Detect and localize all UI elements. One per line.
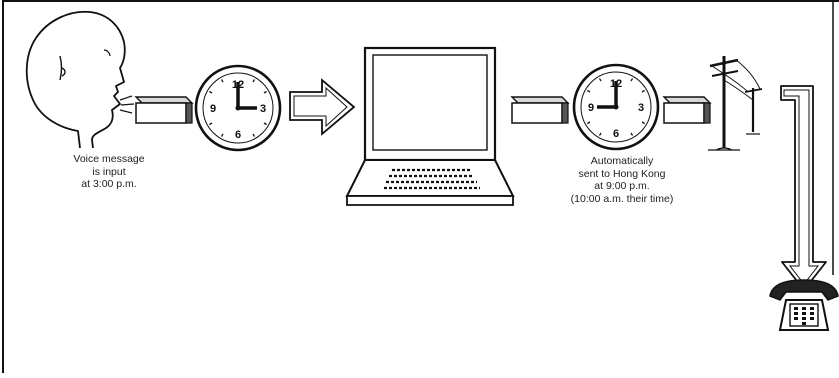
clock-numeral-3: 3: [638, 102, 644, 114]
data-block-icon: [136, 97, 192, 123]
arrow-right-icon: [290, 80, 354, 134]
telephone-poles-icon: [708, 56, 762, 150]
caption-line: sent to Hong Kong: [557, 168, 687, 181]
caption-line: Voice message: [54, 153, 164, 166]
caption-line: at 3:00 p.m.: [54, 178, 164, 191]
arrow-down-icon: [781, 86, 826, 290]
clock-numeral-9: 9: [588, 102, 594, 114]
clock-numeral-9: 9: [210, 103, 216, 115]
clock-3pm-icon: 12 3 6 9: [196, 66, 280, 150]
caption-line: Automatically: [557, 155, 687, 168]
caption-line: at 9:00 p.m.: [557, 180, 687, 193]
caption-line: is input: [54, 166, 164, 179]
clock-9pm-icon: 12 3 6 9: [574, 65, 658, 149]
clock-numeral-6: 6: [235, 129, 241, 141]
telephone-icon: [770, 280, 838, 330]
clock-numeral-6: 6: [613, 128, 619, 140]
caption-auto-sent: Automatically sent to Hong Kong at 9:00 …: [557, 155, 687, 205]
data-block-icon: [512, 97, 568, 123]
data-block-icon: [664, 97, 710, 123]
speech-lines-icon: [120, 96, 134, 113]
caption-voice-input: Voice message is input at 3:00 p.m.: [54, 153, 164, 191]
speaking-head-icon: [27, 12, 125, 148]
clock-numeral-3: 3: [260, 103, 266, 115]
laptop-computer-icon: [347, 48, 513, 205]
caption-line: (10:00 a.m. their time): [557, 193, 687, 206]
